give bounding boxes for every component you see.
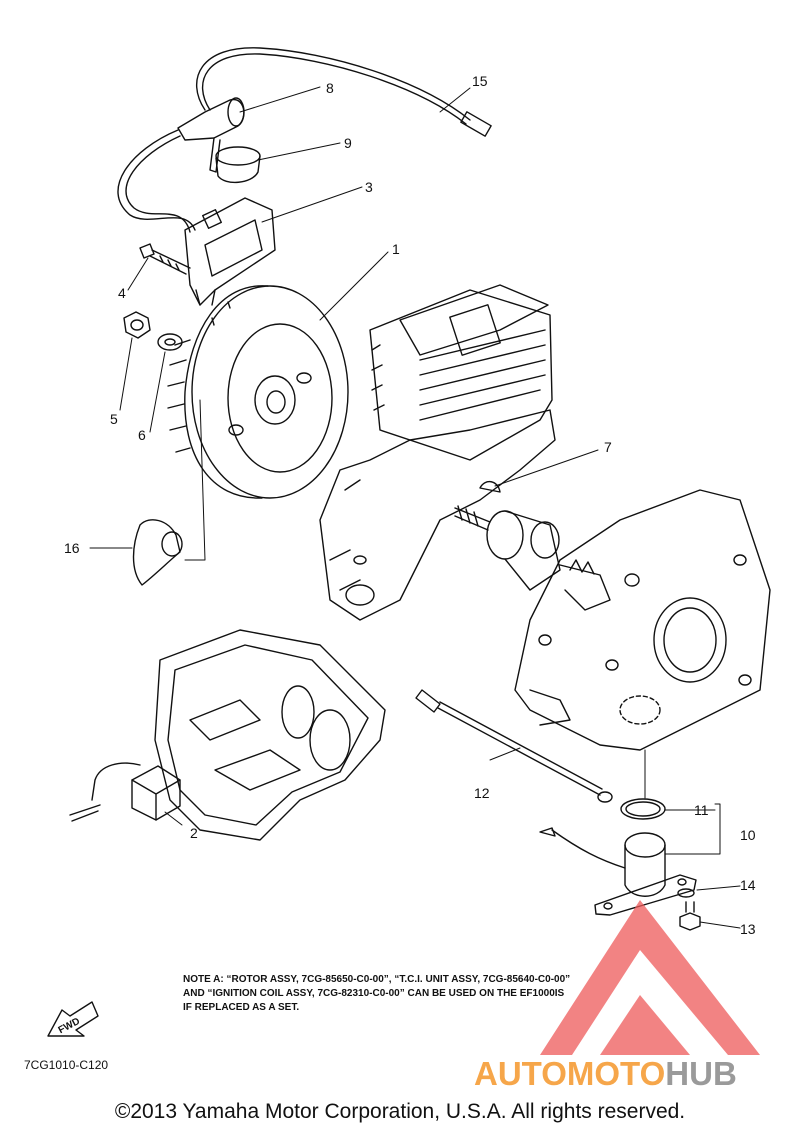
- sensor-bolt: [679, 901, 701, 931]
- callout-14: 14: [740, 877, 756, 893]
- coil-lead: [117, 129, 196, 233]
- tci-unit: [69, 762, 181, 822]
- callout-7: 7: [604, 439, 612, 455]
- watermark-logo: [540, 900, 760, 1055]
- half-moon-key: [479, 481, 501, 493]
- spark-plug-cap: [177, 97, 245, 173]
- callout-8: 8: [326, 80, 334, 96]
- oil-level-sensor: [539, 827, 697, 916]
- ignition-coil: [184, 197, 276, 306]
- callout-4: 4: [118, 285, 126, 301]
- callout-15: 15: [472, 73, 488, 89]
- engine-crankcase: [319, 284, 556, 621]
- note-a: NOTE A: “ROTOR ASSY, 7CG-85650-C0-00”, “…: [183, 973, 703, 1015]
- callout-11: 11: [694, 802, 709, 818]
- sensor-washer: [677, 888, 695, 898]
- fwd-label: FWD: [57, 1016, 82, 1036]
- bolt: [139, 243, 191, 275]
- note-line-1: NOTE A: “ROTOR ASSY, 7CG-85650-C0-00”, “…: [183, 974, 571, 985]
- stop-switch-lead: [415, 689, 613, 803]
- o-ring: [620, 798, 666, 820]
- watermark-part-1: AUTOMOTO: [474, 1055, 666, 1092]
- grommet: [215, 146, 261, 183]
- watermark-text: AUTOMOTOHUB: [474, 1055, 737, 1093]
- callout-13: 13: [740, 921, 756, 937]
- high-tension-cable: [196, 47, 492, 137]
- diagram-code: 7CG1010-C120: [24, 1058, 109, 1072]
- flywheel-rotor: [167, 285, 349, 499]
- fan-cover: [154, 629, 386, 841]
- callout-3: 3: [365, 179, 373, 195]
- woodruff-key: [132, 519, 183, 586]
- callout-6: 6: [138, 427, 146, 443]
- leader-lines: [89, 86, 741, 929]
- callout-5: 5: [110, 411, 118, 427]
- note-line-2: AND “IGNITION COIL ASSY, 7CG-82310-C0-00…: [183, 988, 565, 999]
- callout-9: 9: [344, 135, 352, 151]
- copyright: ©2013 Yamaha Motor Corporation, U.S.A. A…: [114, 1100, 686, 1123]
- watermark-part-2: HUB: [665, 1055, 737, 1092]
- fwd-arrow-icon: [47, 1001, 99, 1037]
- note-line-3: IF REPLACED AS A SET.: [183, 1002, 300, 1013]
- nut: [123, 311, 151, 339]
- washer: [157, 333, 183, 351]
- callout-1: 1: [392, 241, 400, 257]
- crankshaft: [454, 505, 611, 611]
- callout-12: 12: [474, 785, 490, 801]
- callout-16: 16: [64, 540, 80, 556]
- callouts: 1 2 3 4 5 6 7 8 9 10 11 12 13 14 15 16: [64, 73, 756, 937]
- crankcase-cover: [514, 489, 771, 751]
- callout-10: 10: [740, 827, 756, 843]
- callout-2: 2: [190, 825, 198, 841]
